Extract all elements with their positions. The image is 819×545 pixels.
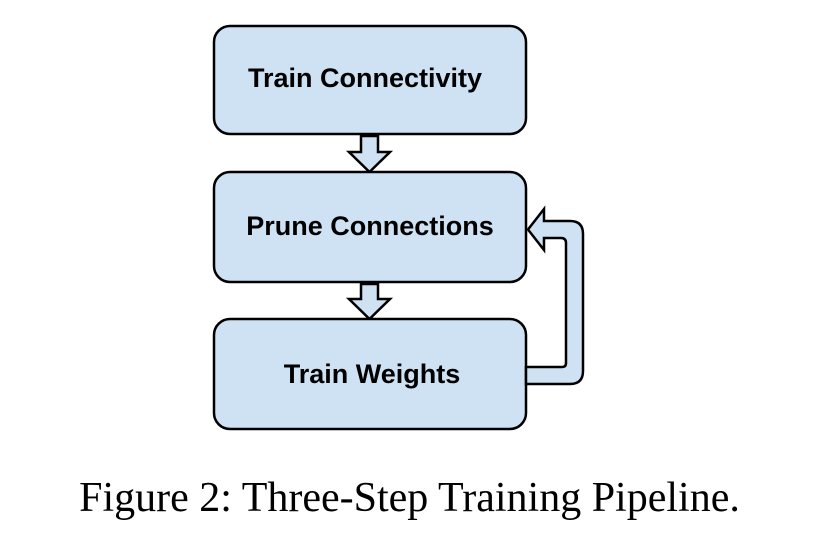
arrow-prune-connections-to-train-weights [345, 282, 394, 321]
node-prune-connections: Prune Connections [212, 170, 528, 284]
node-train-connectivity: Train Connectivity [212, 24, 528, 136]
pipeline-diagram: Train Connectivity Prune Connections Tra… [212, 24, 585, 431]
figure-caption: Figure 2: Three-Step Training Pipeline. [79, 475, 740, 521]
node-train-connectivity-label: Train Connectivity [248, 63, 482, 93]
node-train-weights: Train Weights [212, 317, 528, 431]
arrow-train-weights-to-prune-connections-loop [524, 205, 585, 386]
node-train-weights-label: Train Weights [284, 359, 461, 389]
arrow-train-connectivity-to-prune-connections [345, 134, 394, 174]
node-prune-connections-label: Prune Connections [246, 211, 494, 241]
node-prune-connections-box [212, 170, 528, 284]
node-train-connectivity-box [212, 24, 528, 136]
